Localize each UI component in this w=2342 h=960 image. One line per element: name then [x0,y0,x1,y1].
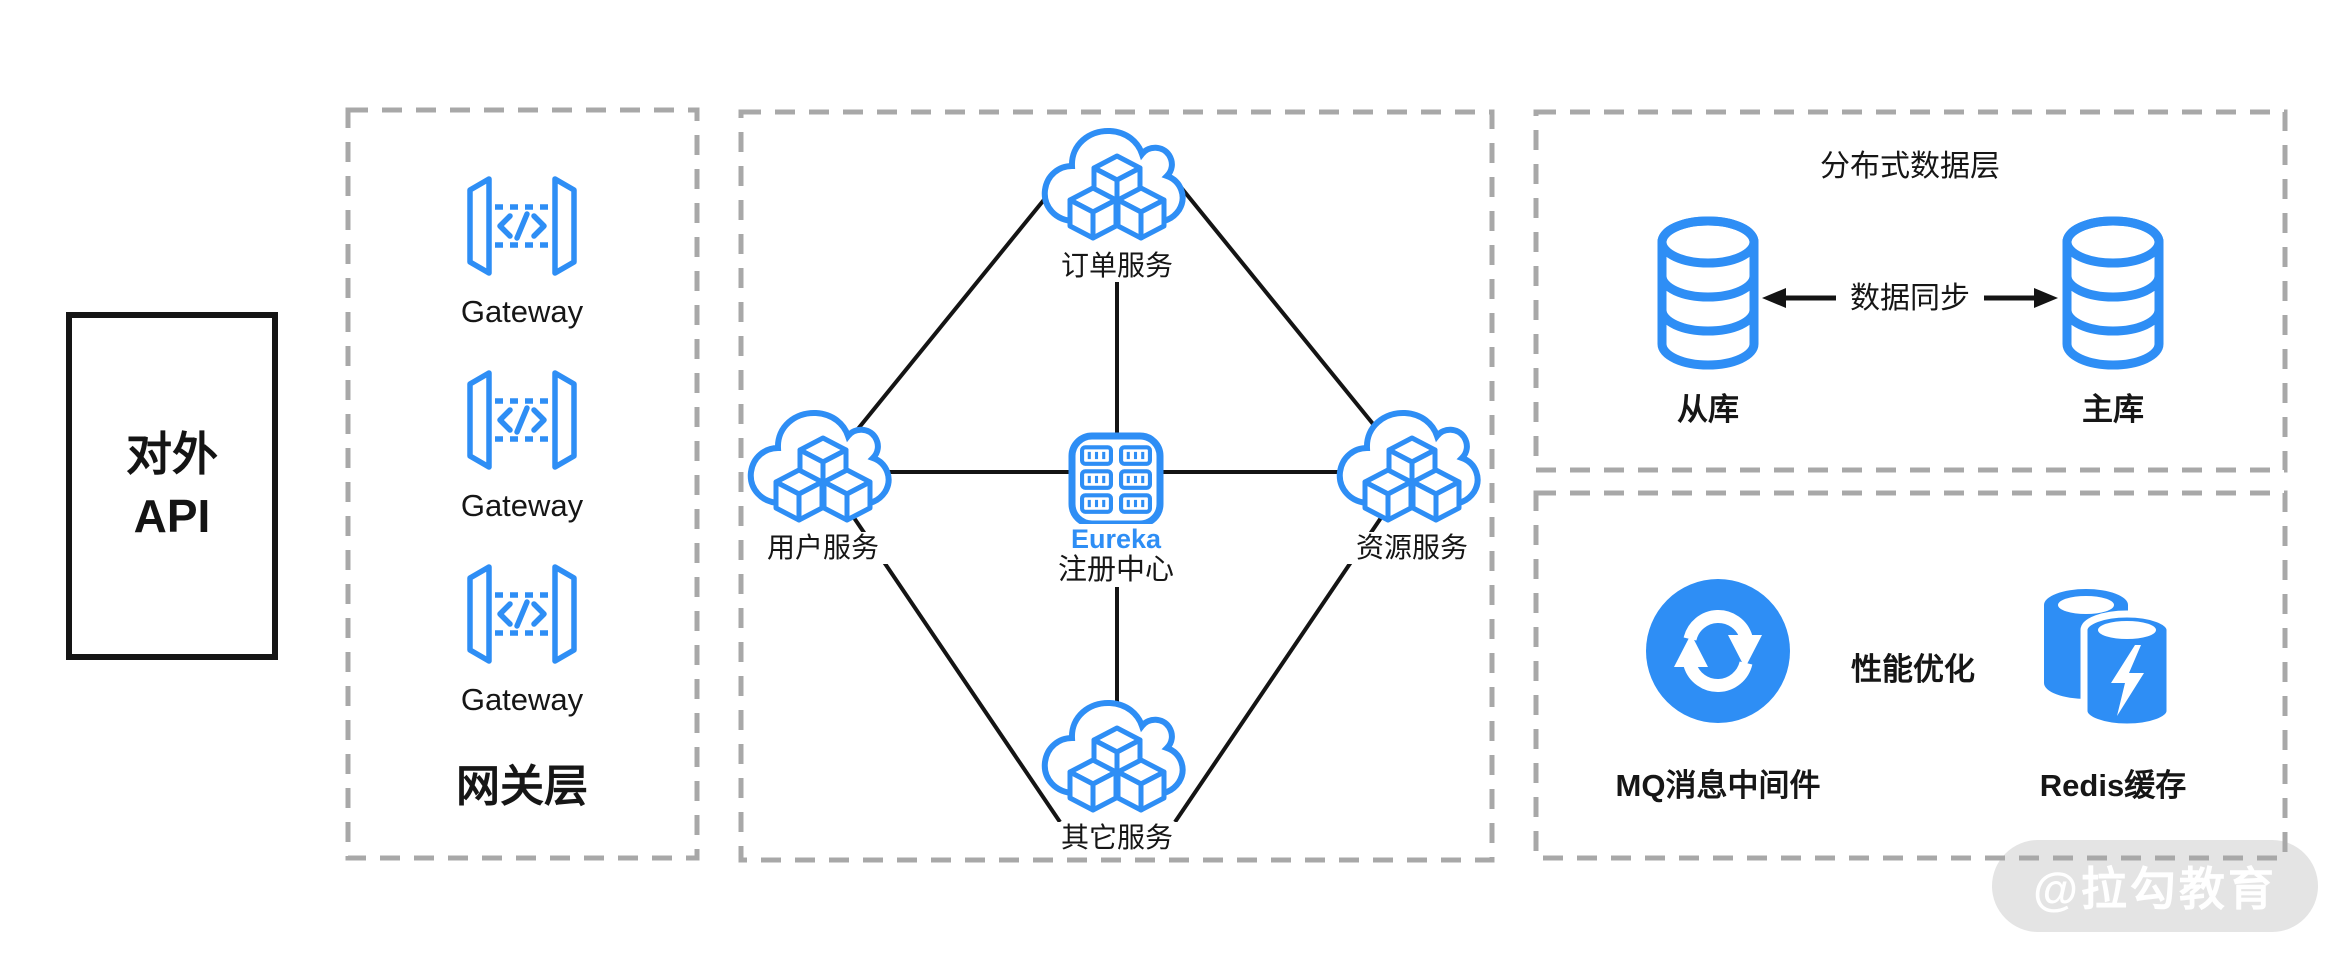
gateway-label: Gateway [460,682,584,717]
master-db-icon [2058,212,2168,374]
arrow-left-icon [1762,288,1786,308]
redis-label: Redis缓存 [2039,768,2187,803]
master-db-label: 主库 [2082,392,2144,427]
data-layer-title: 分布式数据层 [1820,150,2000,183]
gateway-label: Gateway [460,294,584,329]
data-layer-panel-border [1533,109,2288,473]
order-service-icon [1037,118,1197,258]
other-service-icon [1037,690,1197,830]
watermark-text: @拉勾教育 [2033,863,2277,915]
arrow-right-icon [2034,288,2058,308]
registry-label: 注册中心 [1016,554,1216,588]
gateway-label: Gateway [460,488,584,523]
user-service-icon [743,400,903,540]
eureka-name: Eureka [1016,524,1216,556]
performance-panel-border [1533,490,2288,861]
data-sync-label: 数据同步 [1850,282,1970,315]
eureka-registry-icon [1068,432,1164,528]
external-api-line2: API [133,490,211,542]
gateway-layer-title: 网关层 [456,762,588,811]
user-service-label: 用户服务 [753,532,893,565]
gateway-icon [457,170,587,282]
performance-title: 性能优化 [1851,652,1975,687]
slave-db-icon [1653,212,1763,374]
external-api-line1: 对外 [126,428,218,481]
gateway-icon [457,558,587,670]
panel-borders [345,107,2288,863]
redis-icon [2038,583,2174,733]
other-service-label: 其它服务 [1047,822,1187,855]
watermark-badge: @拉勾教育 [1992,840,2318,932]
service-mesh-panel-border [738,109,1495,863]
resource-service-label: 资源服务 [1342,532,1482,565]
gateway-panel-border [345,107,700,861]
mq-label: MQ消息中间件 [1615,768,1821,803]
order-service-label: 订单服务 [1047,250,1187,283]
gateway-icon [457,364,587,476]
external-api-box: 对外 API [66,312,278,660]
slave-db-label: 从库 [1677,392,1739,427]
mq-icon [1644,577,1792,725]
sync-arrows [1762,288,2058,308]
resource-service-icon [1332,400,1492,540]
